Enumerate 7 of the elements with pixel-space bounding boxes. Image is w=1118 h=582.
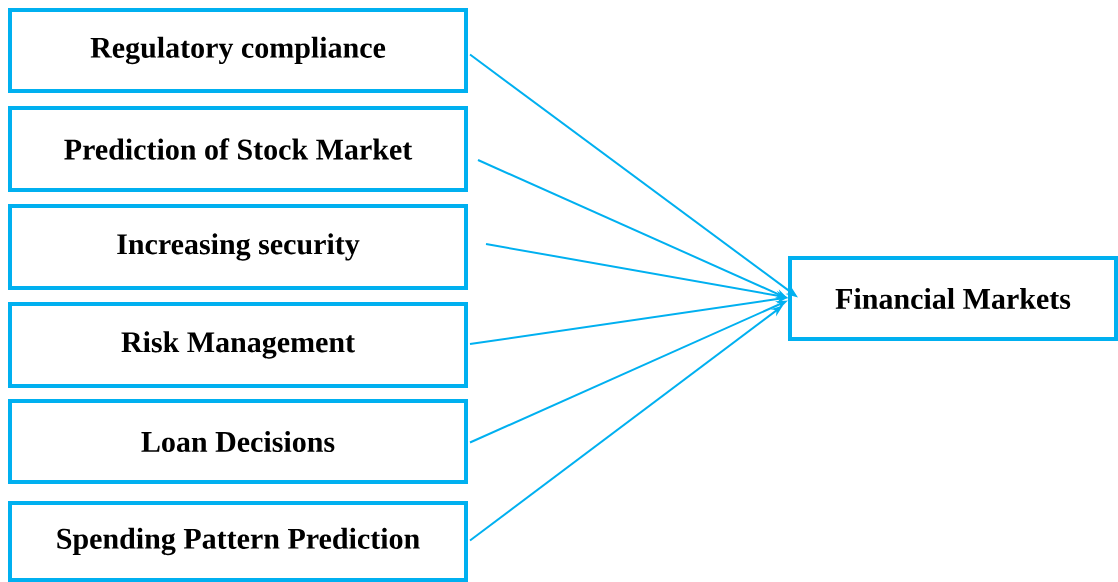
process-box: Increasing security: [8, 204, 468, 290]
process-box: Loan Decisions: [8, 399, 468, 484]
process-box: Regulatory compliance: [8, 8, 468, 93]
process-box: Spending Pattern Prediction: [8, 501, 468, 582]
process-box: Risk Management: [8, 302, 468, 388]
process-box: Prediction of Stock Market: [8, 106, 468, 192]
process-box: Financial Markets: [788, 256, 1118, 341]
